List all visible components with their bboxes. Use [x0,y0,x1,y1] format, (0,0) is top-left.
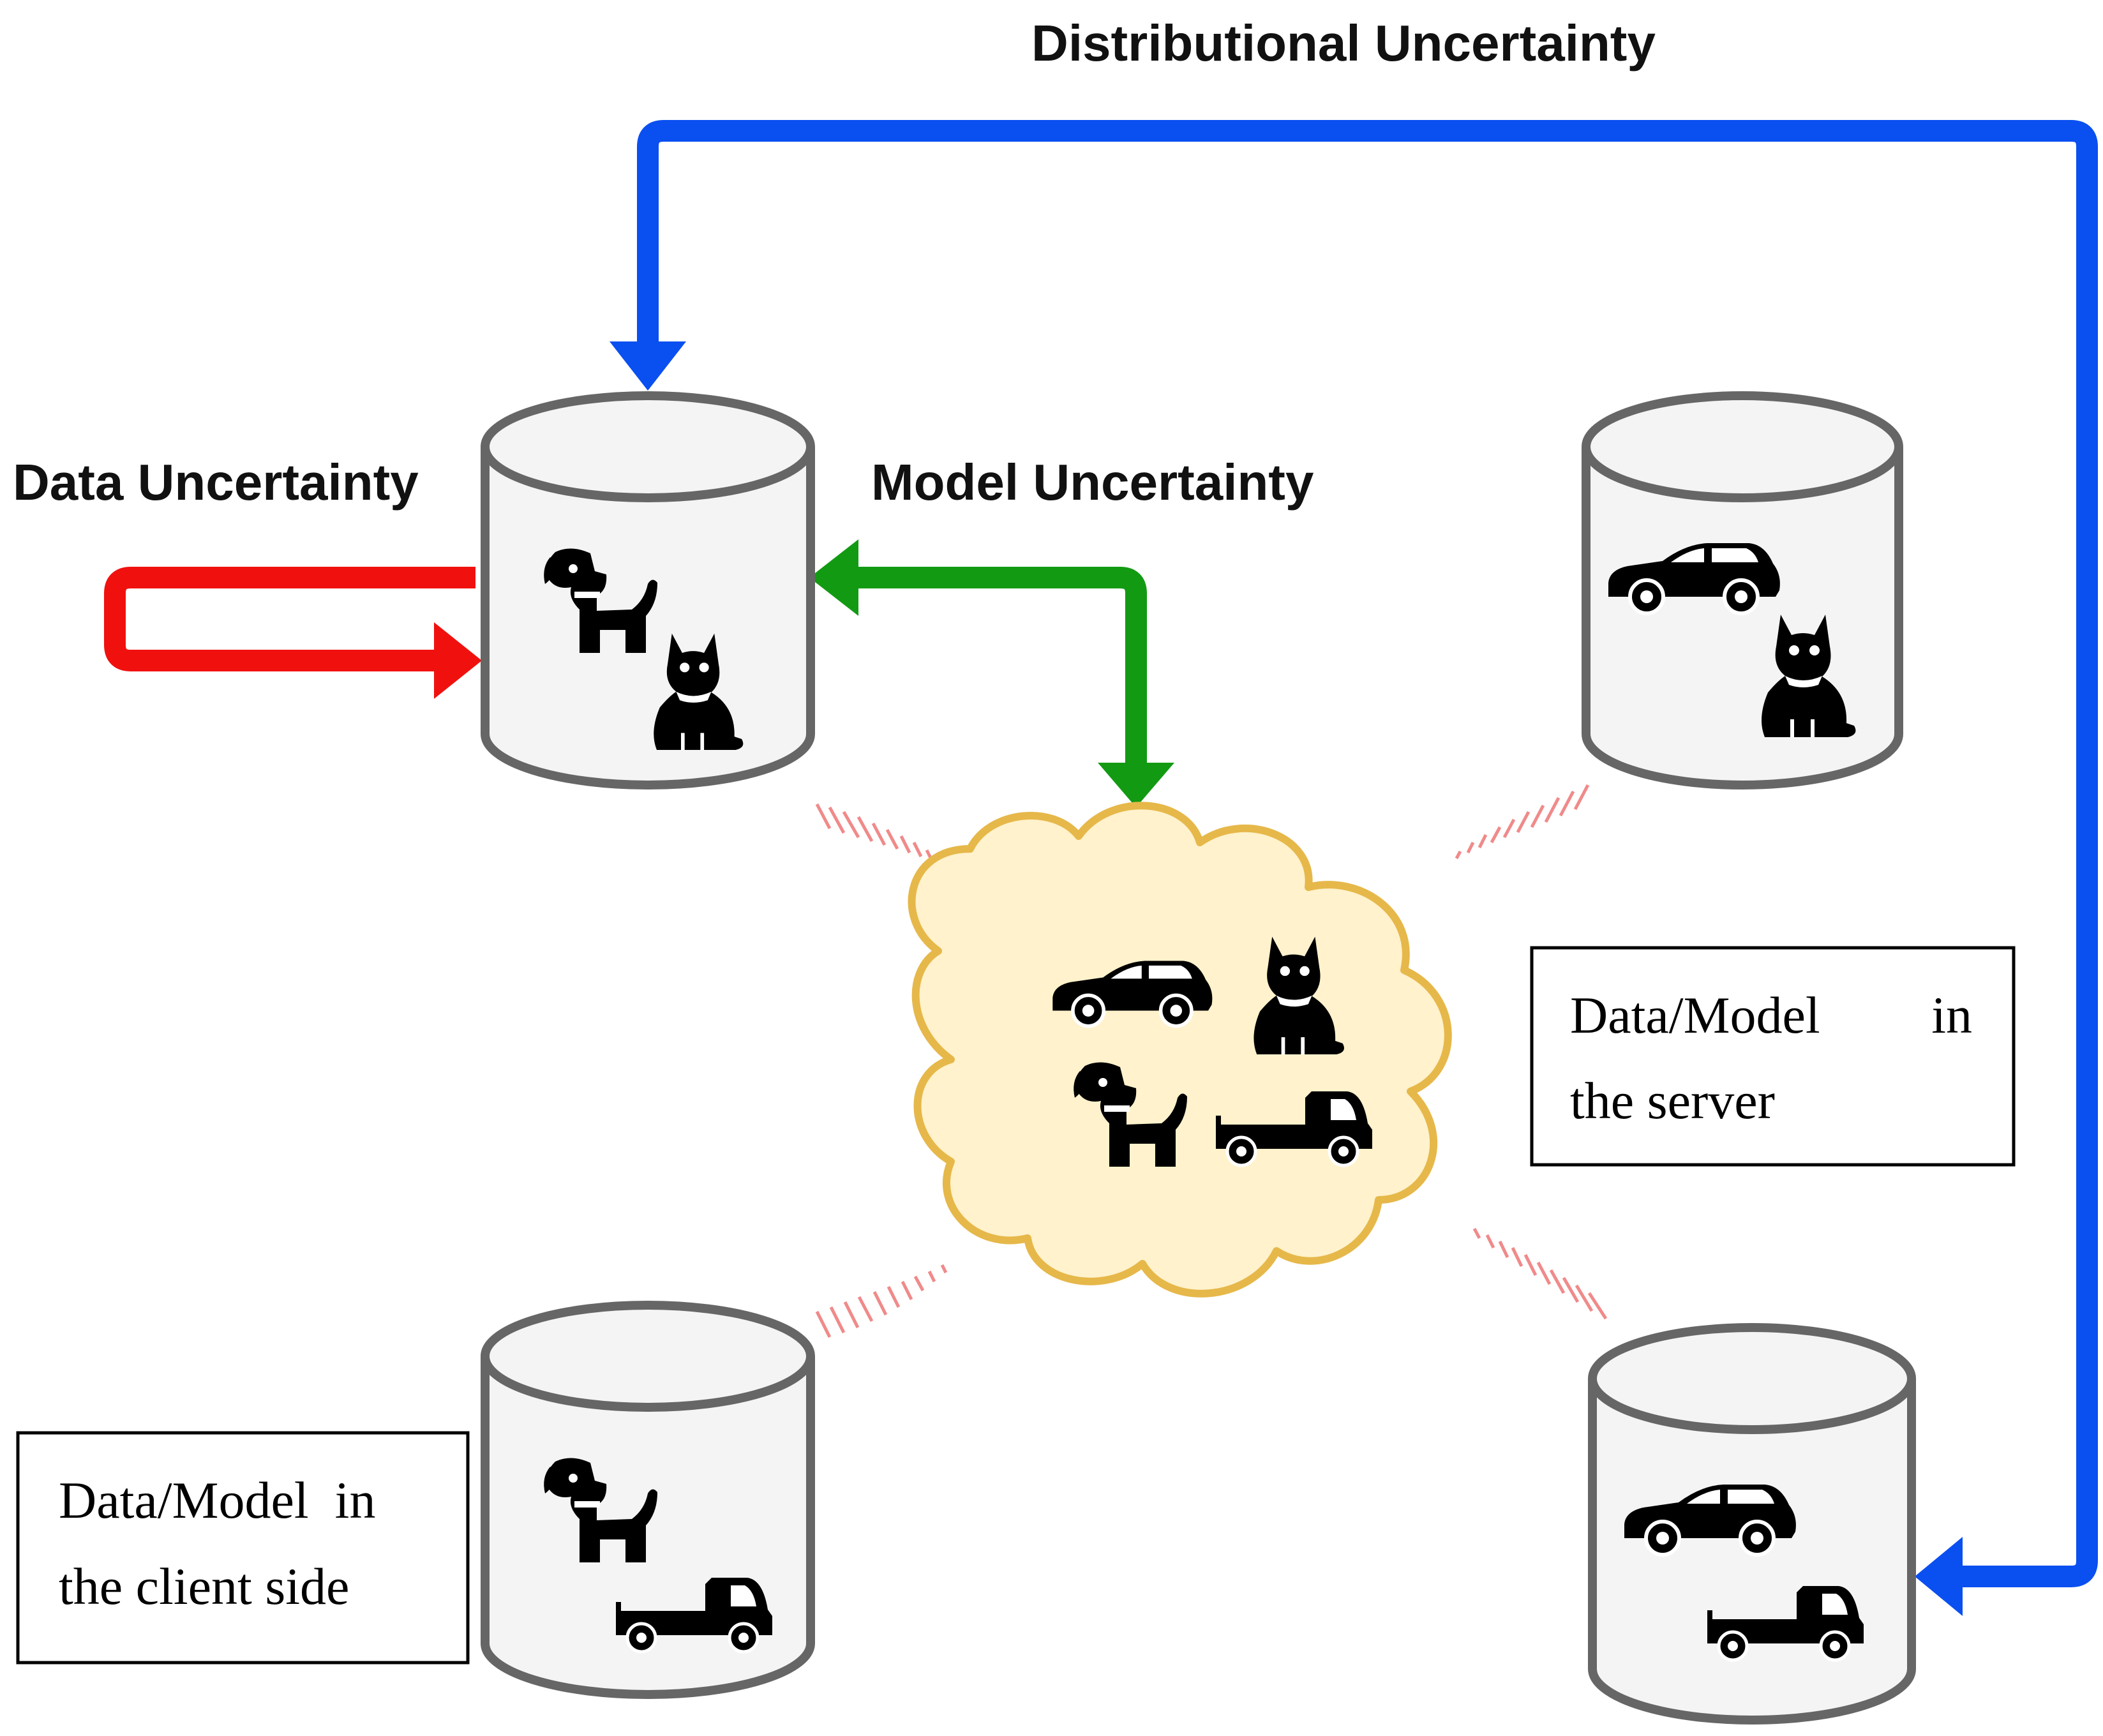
server-cloud [908,802,1452,1298]
model-uncertainty-arrow [809,539,1174,807]
link-bottom-right [1472,1227,1608,1320]
data-uncertainty-label: Data Uncertainty [13,454,419,511]
data-uncertainty-arrow [104,567,482,699]
model-uncertainty-label: Model Uncertainty [871,454,1314,511]
server-legend-line2: the server [1570,1072,1775,1130]
link-top-left [815,803,945,867]
server-legend-box: Data/Model in the server [1530,946,2016,1167]
link-top-right [1455,784,1590,860]
server-legend-line1-in: in [1931,986,1972,1044]
distributional-uncertainty-label: Distributional Uncertainty [1031,15,1656,71]
database-bottom-left [481,1301,815,1699]
link-bottom-left [815,1264,948,1338]
client-legend-box: Data/Model in the client side [16,1431,470,1665]
database-top-left [481,391,815,789]
client-legend-line1: Data/Model in [59,1471,375,1529]
client-legend-line2: the client side [59,1557,349,1615]
database-bottom-right [1588,1323,1916,1725]
database-top-right [1582,391,1903,789]
server-legend-line1: Data/Model [1570,986,1820,1044]
distributional-uncertainty-arrow [610,120,2098,1616]
